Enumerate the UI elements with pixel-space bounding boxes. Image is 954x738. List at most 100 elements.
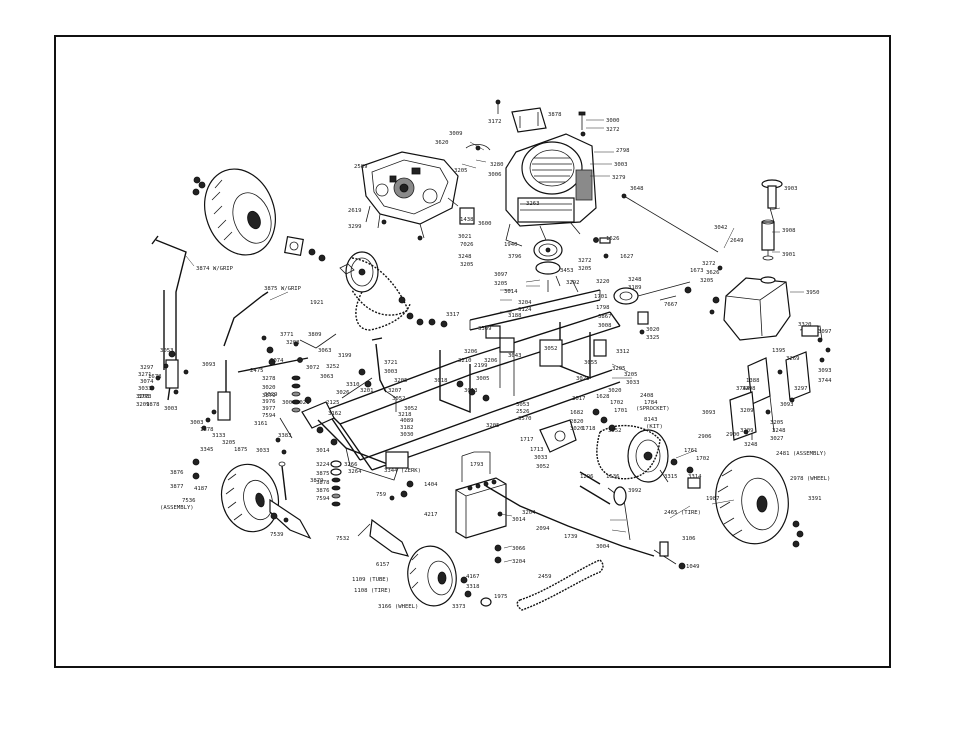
part-label-1108: 1108 (TIRE) bbox=[354, 588, 391, 594]
part-label-3188: 3188 bbox=[508, 313, 522, 319]
part-label-3161: 3161 bbox=[254, 421, 267, 427]
part-label-759: 759 bbox=[376, 492, 386, 498]
part-label-3318: 3318 bbox=[466, 584, 480, 590]
part-label-3809: 3809 bbox=[308, 332, 321, 338]
part-label-3053: 3053 bbox=[516, 402, 529, 408]
engine-bracket-top bbox=[495, 99, 547, 133]
idler-bracket bbox=[539, 408, 616, 453]
fuel-tank bbox=[709, 265, 791, 341]
part-label-1921: 1921 bbox=[310, 300, 323, 306]
part-label-3003: 3003 bbox=[164, 406, 177, 412]
part-label-3208: 3208 bbox=[136, 394, 150, 400]
part-label-3271: 3271 bbox=[138, 372, 151, 378]
front-fork-left bbox=[269, 498, 312, 540]
part-label-3878: 3878 bbox=[316, 480, 330, 486]
part-label-3976: 3976 bbox=[262, 399, 275, 405]
part-label-3879: 3879 bbox=[310, 478, 323, 484]
part-label-3204: 3204 bbox=[518, 300, 532, 306]
part-label-1875: 1875 bbox=[234, 447, 247, 453]
part-label-1713: 1713 bbox=[530, 447, 543, 453]
part-label-3030: 3030 bbox=[400, 432, 413, 438]
part-label-2619: 2619 bbox=[348, 208, 361, 214]
part-label-3063: 3063 bbox=[318, 348, 331, 354]
part-label-3209: 3209 bbox=[740, 428, 753, 434]
part-label-3876: 3876 bbox=[170, 470, 183, 476]
part-label-3278: 3278 bbox=[262, 376, 276, 382]
part-label-3033: 3033 bbox=[256, 448, 269, 454]
part-label-3052: 3052 bbox=[544, 346, 557, 352]
part-label-3003: 3003 bbox=[190, 420, 203, 426]
part-label-3878: 3878 bbox=[548, 112, 562, 118]
part-label-2798: 2798 bbox=[616, 148, 630, 154]
part-label-3033: 3033 bbox=[138, 386, 151, 392]
part-label-3053: 3053 bbox=[160, 348, 173, 354]
part-label-4217: 4217 bbox=[424, 512, 437, 518]
part-label-3315: 3315 bbox=[664, 474, 677, 480]
part-label-3206: 3206 bbox=[484, 358, 497, 364]
part-label-3207: 3207 bbox=[388, 388, 401, 394]
part-label-3297: 3297 bbox=[794, 386, 807, 392]
part-label-3043: 3043 bbox=[508, 353, 521, 359]
part-label-3309: 3309 bbox=[478, 326, 491, 332]
right-brackets bbox=[729, 325, 831, 441]
part-label-3600: 3600 bbox=[478, 221, 491, 227]
part-label-3570: 3570 bbox=[518, 416, 531, 422]
engine-bolt bbox=[578, 111, 586, 137]
part-label-1702: 1702 bbox=[696, 456, 709, 462]
part-label-3266: 3266 bbox=[344, 462, 357, 468]
part-label-3006: 3006 bbox=[488, 172, 501, 178]
part-label-2906: 2906 bbox=[698, 434, 711, 440]
part-label-3162: 3162 bbox=[328, 411, 341, 417]
part-label-3097: 3097 bbox=[818, 329, 831, 335]
part-label-2408-sprocket: (SPROCKET) bbox=[636, 406, 670, 412]
part-label-3292: 3292 bbox=[566, 280, 579, 286]
part-label-2199: 2199 bbox=[474, 363, 487, 369]
part-label-1673: 1673 bbox=[690, 268, 703, 274]
part-label-7539: 7539 bbox=[270, 532, 283, 538]
part-label-3066: 3066 bbox=[512, 546, 525, 552]
part-label-3263: 3263 bbox=[526, 201, 539, 207]
page-border bbox=[54, 35, 891, 668]
part-label-7026: 7026 bbox=[460, 242, 473, 248]
part-label-1878: 1878 bbox=[146, 402, 160, 408]
part-label-3014: 3014 bbox=[504, 289, 518, 295]
part-label-3093: 3093 bbox=[702, 410, 715, 416]
part-label-3298: 3298 bbox=[742, 386, 756, 392]
part-label-8143: 8143 bbox=[644, 417, 657, 423]
part-label-3093: 3093 bbox=[780, 402, 793, 408]
transmission-bracket bbox=[459, 144, 491, 225]
front-right-wheel bbox=[407, 545, 457, 607]
part-label-3773: 3773 bbox=[138, 394, 151, 400]
part-label-1049: 1049 bbox=[686, 564, 699, 570]
part-label-3297: 3297 bbox=[140, 365, 153, 371]
part-label-3013: 3013 bbox=[464, 388, 477, 394]
part-label-3272: 3272 bbox=[606, 127, 619, 133]
part-label-3204: 3204 bbox=[512, 559, 526, 565]
hardware-bottom-right bbox=[792, 520, 804, 548]
part-label-3345: 3345 bbox=[200, 447, 213, 453]
part-label-3205: 3205 bbox=[486, 423, 499, 429]
part-label-3020: 3020 bbox=[262, 385, 275, 391]
part-label-3205: 3205 bbox=[394, 378, 407, 384]
part-label-3317: 3317 bbox=[446, 312, 459, 318]
part-label-1682: 1682 bbox=[570, 410, 583, 416]
part-label-7536: 7536 bbox=[182, 498, 195, 504]
part-label-3201: 3201 bbox=[360, 388, 373, 394]
part-label-1395: 1395 bbox=[772, 348, 785, 354]
hardware-stack-top-left bbox=[192, 176, 206, 196]
part-label-2900: 2900 bbox=[726, 432, 739, 438]
right-control-lever bbox=[201, 291, 309, 431]
part-label-3209: 3209 bbox=[136, 402, 149, 408]
part-label-2820: 2820 bbox=[570, 419, 583, 425]
part-label-3771: 3771 bbox=[280, 332, 293, 338]
part-label-4187: 4187 bbox=[194, 486, 207, 492]
part-label-3003: 3003 bbox=[384, 369, 397, 375]
part-label-3021: 3021 bbox=[458, 234, 471, 240]
part-label-2465: 2465 (TIRE) bbox=[664, 510, 701, 516]
part-label-3199: 3199 bbox=[338, 353, 351, 359]
part-label-3026: 3026 bbox=[336, 390, 349, 396]
part-label-3325: 3325 bbox=[646, 335, 659, 341]
part-label-3314: 3314 bbox=[688, 474, 702, 480]
part-label-3018: 3018 bbox=[434, 378, 448, 384]
part-label-3874: 3874 W/GRIP bbox=[196, 266, 234, 272]
